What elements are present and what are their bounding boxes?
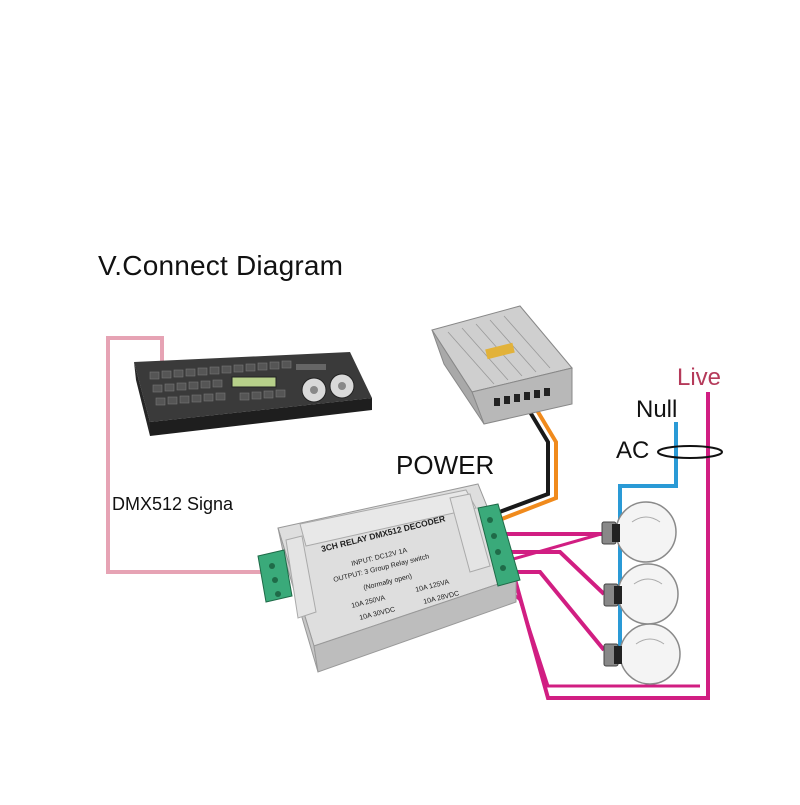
dmx-signal-wire bbox=[106, 336, 262, 574]
ac-label: AC bbox=[616, 437, 650, 464]
light-bulb-3 bbox=[603, 623, 681, 685]
dmx-terminal-block bbox=[257, 549, 293, 603]
power-label: POWER bbox=[396, 450, 495, 480]
power-supply bbox=[431, 305, 573, 425]
light-bulb-1 bbox=[601, 501, 677, 563]
light-bulb-2 bbox=[603, 563, 679, 625]
dmx-console bbox=[134, 352, 372, 436]
power-wire-negative bbox=[493, 400, 550, 516]
decoder-box: 3CH RELAY DMX512 DECODER INPUT: DC12V 1A… bbox=[277, 483, 517, 673]
power-wire-positive bbox=[493, 400, 558, 524]
ac-clamp-ring bbox=[657, 445, 723, 459]
null-wire bbox=[618, 422, 678, 648]
relay-terminal-block bbox=[477, 503, 521, 587]
page-title: V.Connect Diagram bbox=[98, 250, 344, 281]
live-label: Live bbox=[677, 364, 722, 391]
null-label: Null bbox=[636, 396, 678, 423]
dmx-signal-label: DMX512 Signa bbox=[112, 494, 234, 514]
console-lcd bbox=[231, 376, 277, 388]
